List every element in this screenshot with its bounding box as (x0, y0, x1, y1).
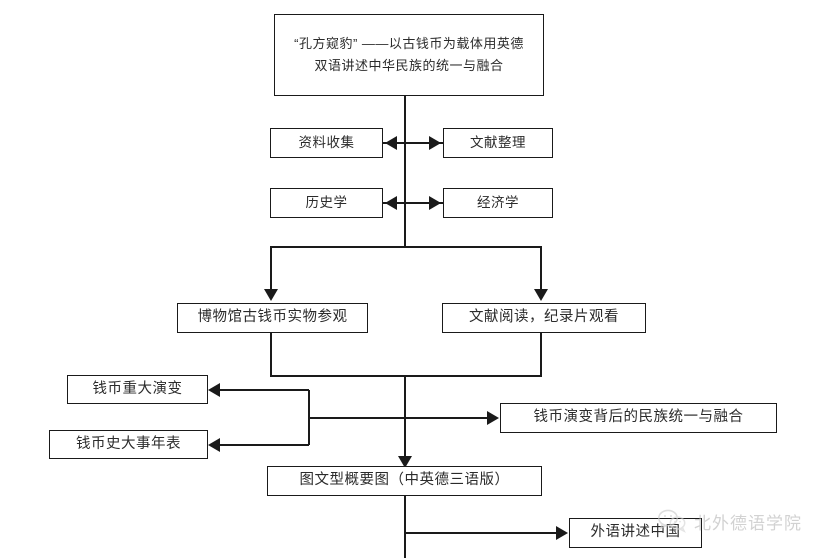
node-economics-label: 经济学 (477, 195, 519, 211)
node-reading-documentary[interactable]: 文献阅读，纪录片观看 (442, 303, 646, 333)
node-reading-documentary-label: 文献阅读，纪录片观看 (469, 309, 619, 326)
arrow-row2-left (385, 135, 397, 150)
connector-trunk-to-overview (404, 375, 406, 463)
node-trilingual-overview-label: 图文型概要图（中英德三语版） (299, 472, 510, 489)
node-root-title-line2: 双语讲述中华民族的统一与融合 (314, 58, 504, 73)
arrow-to-coin-evolution (208, 383, 220, 397)
watermark: 北外德语学院 (657, 508, 802, 534)
node-tell-china-label: 外语讲述中国 (590, 524, 681, 541)
connector-to-coin-evolution (213, 389, 309, 391)
node-ethnic-unity-label: 钱币演变背后的民族统一与融合 (533, 409, 744, 426)
node-trilingual-overview[interactable]: 图文型概要图（中英德三语版） (267, 466, 542, 496)
arrow-to-ethnic-unity (487, 411, 499, 425)
node-literature-organizing[interactable]: 文献整理 (443, 128, 553, 158)
node-data-collection-label: 资料收集 (298, 135, 355, 151)
node-ethnic-unity[interactable]: 钱币演变背后的民族统一与融合 (500, 403, 777, 433)
node-history[interactable]: 历史学 (270, 188, 383, 218)
connector-trunk-main (404, 96, 406, 247)
connector-row3-horizontal (383, 201, 443, 204)
watermark-text: 北外德语学院 (694, 513, 802, 533)
node-coin-chronology[interactable]: 钱币史大事年表 (49, 430, 208, 459)
node-coin-evolution[interactable]: 钱币重大演变 (67, 375, 208, 404)
arrow-to-reading-documentary (534, 289, 548, 301)
connector-split-left-down (270, 246, 272, 290)
node-root-title[interactable]: “孔方窥豹” ——以古钱币为载体用英德 双语讲述中华民族的统一与融合 (274, 14, 544, 96)
node-coin-evolution-label: 钱币重大演变 (92, 380, 183, 397)
arrow-to-coin-chronology (208, 438, 220, 452)
arrow-row3-left (385, 195, 397, 210)
arrow-row3-right (429, 195, 441, 210)
node-museum-visit-label: 博物馆古钱币实物参观 (197, 309, 348, 326)
connector-to-ethnic-unity (404, 417, 492, 419)
connector-trunk-bottom (404, 496, 406, 558)
node-history-label: 历史学 (305, 195, 348, 211)
arrow-to-trilingual-overview (398, 456, 412, 468)
connector-merge-bar (270, 375, 542, 377)
connector-reading-down (540, 332, 542, 377)
connector-museum-down (270, 332, 272, 377)
node-literature-organizing-label: 文献整理 (470, 135, 526, 151)
arrow-to-museum-visit (264, 289, 278, 301)
node-economics[interactable]: 经济学 (443, 188, 553, 218)
arrow-to-tell-china (556, 526, 568, 540)
node-root-title-line1: “孔方窥豹” ——以古钱币为载体用英德 (294, 35, 524, 51)
connector-to-tell-china (404, 532, 561, 534)
node-tell-china[interactable]: 外语讲述中国 (569, 518, 702, 548)
connector-left-branch-in (308, 417, 480, 419)
connector-left-branch-spine (308, 390, 310, 445)
node-data-collection[interactable]: 资料收集 (270, 128, 383, 158)
node-museum-visit[interactable]: 博物馆古钱币实物参观 (177, 303, 368, 333)
arrow-row2-right (429, 135, 441, 150)
connector-to-coin-chronology (213, 444, 309, 446)
node-coin-chronology-label: 钱币史大事年表 (76, 435, 181, 452)
wechat-logo-icon (657, 508, 687, 534)
connector-row2-horizontal (383, 141, 443, 144)
connector-split-bar (270, 246, 542, 248)
connector-split-right-down (540, 246, 542, 290)
